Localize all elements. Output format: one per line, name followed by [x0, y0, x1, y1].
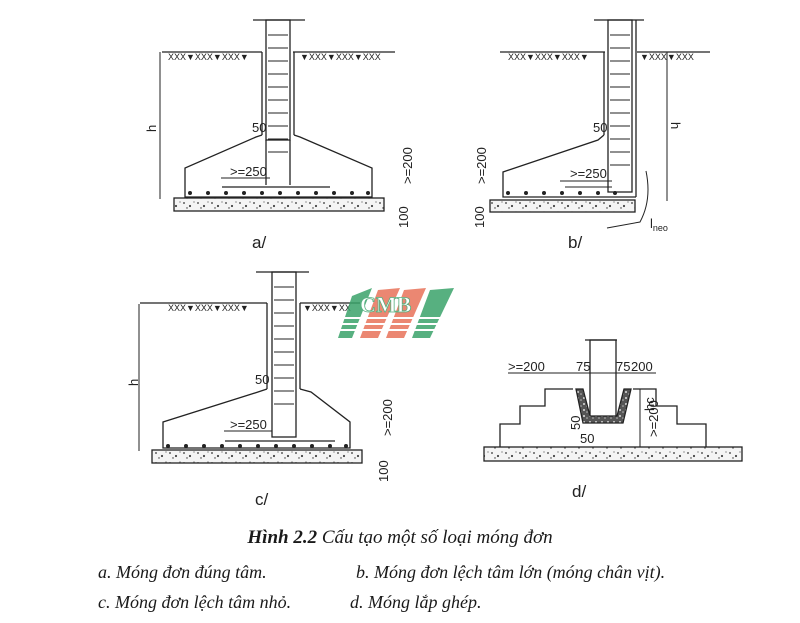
dim-gap-left-d: 75: [576, 359, 590, 374]
dim-side-d: 50: [568, 416, 583, 430]
dim-lean-b: 100: [472, 206, 487, 228]
dim-height-b: >=200: [474, 147, 489, 184]
panel-d: [483, 339, 743, 462]
panel-b: XXX▼XXX▼XXX▼ ▼XXX▼XXX: [489, 19, 710, 229]
panel-c: XXX▼XXX▼XXX▼ ▼XXX▼XX: [138, 271, 363, 464]
svg-text:XXX▼XXX▼XXX▼: XXX▼XXX▼XXX▼: [168, 52, 249, 62]
dim-right-d: 200: [631, 359, 653, 374]
dim-lneo-b: lneo: [650, 216, 668, 233]
svg-text:▼XXX▼XX: ▼XXX▼XX: [303, 303, 351, 313]
dim-anchor-c: >=250: [230, 417, 267, 432]
dim-offset-a: 50: [252, 120, 266, 135]
panel-a: XXX▼XXX▼XXX▼ ▼XXX▼XXX▼XXX: [159, 19, 395, 212]
svg-text:CMB: CMB: [360, 292, 412, 317]
svg-text:▼XXX▼XXX▼XXX: ▼XXX▼XXX▼XXX: [300, 52, 381, 62]
dim-bottom-d: 50: [580, 431, 594, 446]
panel-label-c: c/: [255, 490, 269, 509]
dim-gap-right-d: 75: [616, 359, 630, 374]
dim-h-a: h: [144, 125, 159, 132]
dim-offset-c: 50: [255, 372, 269, 387]
svg-text:XXX▼XXX▼XXX▼: XXX▼XXX▼XXX▼: [168, 303, 249, 313]
dim-hc-d: hc: [642, 397, 657, 411]
dim-h-b: h: [668, 122, 683, 129]
panel-label-d: d/: [572, 482, 586, 501]
dim-lean-c: 100: [376, 460, 391, 482]
legend-c: c. Móng đơn lệch tâm nhỏ.: [98, 592, 292, 612]
panel-label-b: b/: [568, 233, 582, 252]
dim-lean-a: 100: [396, 206, 411, 228]
dim-left-d: >=200: [508, 359, 545, 374]
legend-b: b. Móng đơn lệch tâm lớn (móng chân vịt)…: [356, 562, 666, 582]
dim-anchor-b: >=250: [570, 166, 607, 181]
dim-height-c: >=200: [380, 399, 395, 436]
svg-text:XXX▼XXX▼XXX▼: XXX▼XXX▼XXX▼: [508, 52, 589, 62]
legend-a: a. Móng đơn đúng tâm.: [98, 562, 267, 582]
figure-caption: Hình 2.2 Cấu tạo một số loại móng đơn: [0, 527, 800, 549]
figure-title: Cấu tạo một số loại móng đơn: [321, 527, 553, 548]
legend-d: d. Móng lắp ghép.: [350, 592, 482, 612]
dim-offset-b: 50: [593, 120, 607, 135]
dim-anchor-a: >=250: [230, 164, 267, 179]
figure-number: Hình 2.2: [247, 527, 318, 548]
dim-height-a: >=200: [400, 147, 415, 184]
cmb-watermark-logo: CMB: [336, 288, 454, 338]
dim-h-c: h: [126, 379, 141, 386]
panel-label-a: a/: [252, 233, 266, 252]
dim-height-d: >=200: [646, 400, 661, 437]
